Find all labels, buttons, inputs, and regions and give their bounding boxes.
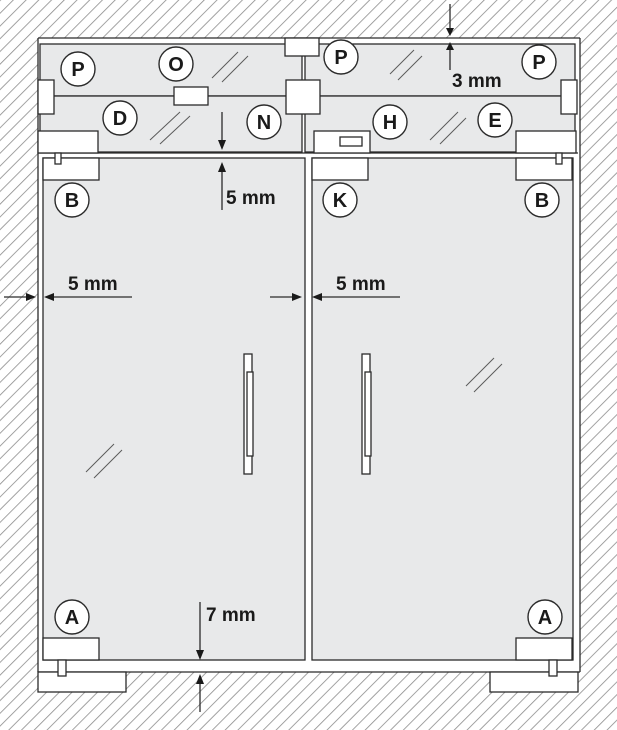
top-fittings (37, 37, 578, 181)
left-door-leaf (42, 157, 306, 661)
dimension-center-gap: 5 mm (336, 274, 386, 295)
badge-a-right: A (527, 599, 563, 635)
badge-n: N (246, 104, 282, 140)
dimension-top-gap: 3 mm (452, 71, 502, 92)
left-bottom-patch (42, 637, 100, 661)
badge-a-left: A (54, 599, 90, 635)
badge-e: E (477, 102, 513, 138)
svg-text:A: A (538, 607, 552, 629)
left-top-patch-fitting (37, 130, 99, 154)
badge-b-left: B (54, 182, 90, 218)
badge-k: K (322, 182, 358, 218)
svg-text:P: P (532, 52, 545, 74)
left-handle-grip (246, 371, 254, 457)
right-top-patch-fitting (515, 130, 577, 154)
svg-text:H: H (383, 112, 397, 134)
left-floor-closer (37, 671, 127, 693)
center-corner-connector (285, 79, 321, 115)
dimension-left-side-gap: 5 mm (68, 274, 118, 295)
svg-text:A: A (65, 607, 79, 629)
center-top-lock-patch (311, 157, 369, 181)
svg-text:B: B (535, 190, 549, 212)
svg-text:K: K (333, 190, 348, 212)
right-pivot-pin-top (555, 152, 563, 165)
left-pivot-pin-bottom (57, 659, 67, 677)
svg-text:N: N (257, 112, 271, 134)
door-leaves (42, 157, 574, 661)
svg-text:P: P (71, 59, 84, 81)
glass-reflection-marks (85, 49, 503, 479)
dimension-transom-gap: 5 mm (226, 188, 276, 209)
svg-text:D: D (113, 108, 127, 130)
right-door-leaf (311, 157, 574, 661)
badge-p-top-left: P (60, 51, 96, 87)
left-door-top-patch (42, 157, 100, 181)
badge-b-right: B (524, 182, 560, 218)
right-handle-grip (364, 371, 372, 457)
right-wall-clamp-upper (560, 79, 578, 115)
dimension-floor-gap: 7 mm (206, 605, 256, 626)
top-center-clamp (284, 37, 320, 57)
badge-p-top-right: P (521, 44, 557, 80)
badge-h: H (372, 104, 408, 140)
right-floor-closer (489, 671, 579, 693)
door-handles (243, 353, 372, 475)
lock-keeper-slot (339, 136, 363, 147)
panel-connector-o (173, 86, 209, 106)
svg-text:O: O (168, 54, 184, 76)
badge-p-top-center: P (323, 39, 359, 75)
svg-text:P: P (334, 47, 347, 69)
right-bottom-patch (515, 637, 573, 661)
svg-text:E: E (488, 110, 501, 132)
left-wall-clamp-upper (37, 79, 55, 115)
dimension-arrows (4, 4, 454, 712)
svg-text:B: B (65, 190, 79, 212)
badge-d: D (102, 100, 138, 136)
left-pivot-pin-top (54, 152, 62, 165)
bottom-fittings (37, 637, 579, 693)
badge-o: O (158, 46, 194, 82)
right-pivot-pin-bottom (548, 659, 558, 677)
right-door-top-patch (515, 157, 573, 181)
